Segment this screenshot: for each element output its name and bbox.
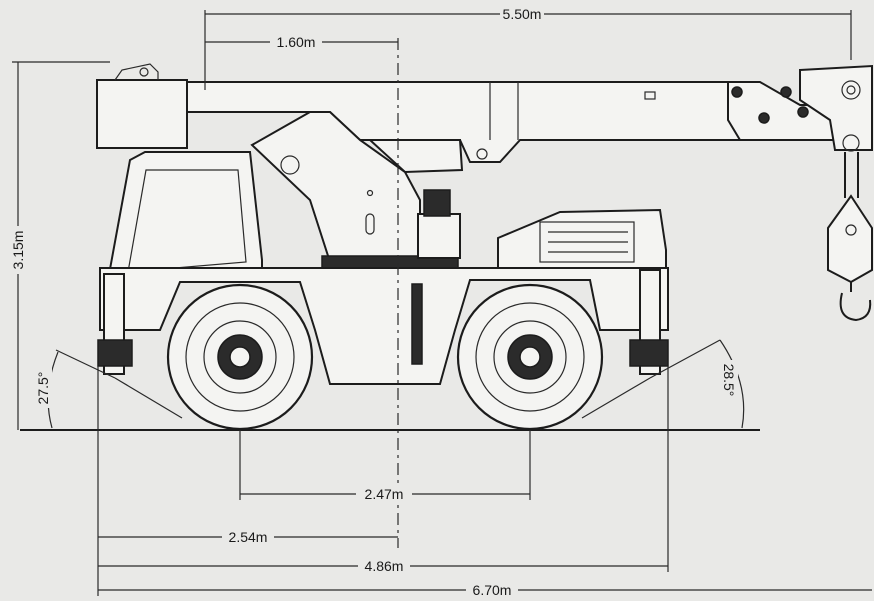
dimension-labels: 5.50m 1.60m 3.15m 2.47m 2.54m 4.86m 6.70… bbox=[9, 6, 738, 599]
boom-pivot-pin bbox=[476, 148, 488, 160]
boom-bolt-3 bbox=[780, 86, 792, 98]
emblem bbox=[280, 155, 300, 175]
hook-block-pin bbox=[845, 224, 857, 236]
label-slew-offset: 1.60m bbox=[277, 34, 316, 50]
label-overall-height: 3.15m bbox=[10, 231, 26, 270]
winch-housing bbox=[417, 213, 461, 259]
label-departure-angle: 28.5° bbox=[721, 364, 737, 397]
luffing-cylinder bbox=[367, 139, 464, 174]
front-wheel bbox=[166, 283, 314, 431]
boom-bolt-2 bbox=[758, 112, 770, 124]
rear-outrigger-pad bbox=[629, 339, 669, 367]
label-overall-length: 6.70m bbox=[473, 582, 512, 598]
departure-angle-line bbox=[581, 377, 651, 419]
winch-drum bbox=[423, 189, 451, 217]
sheave-top bbox=[841, 80, 861, 100]
counterweight-pin bbox=[139, 67, 149, 77]
hook bbox=[839, 282, 872, 322]
label-axle-spacing: 2.47m bbox=[365, 486, 404, 502]
sheave-top-hub bbox=[846, 85, 856, 95]
hook-block bbox=[827, 194, 873, 284]
departure-angle-arc bbox=[719, 339, 745, 429]
boom-bolt-4 bbox=[797, 106, 809, 118]
frame-slot bbox=[365, 213, 375, 235]
label-boom-radius: 5.50m bbox=[503, 6, 542, 22]
label-front-to-center: 2.54m bbox=[229, 529, 268, 545]
operator-cab bbox=[106, 151, 263, 281]
counterweight bbox=[96, 79, 188, 149]
label-wheelbase-outer: 4.86m bbox=[365, 558, 404, 574]
counterweight-hook-plate bbox=[114, 63, 159, 81]
superstructure-frame bbox=[250, 111, 421, 263]
approach-angle-ext bbox=[55, 349, 116, 379]
boom-bolt-1 bbox=[731, 86, 743, 98]
chassis-ladder bbox=[411, 283, 423, 365]
rear-wheel bbox=[456, 283, 604, 431]
approach-angle-line bbox=[114, 377, 183, 419]
frame-rivet bbox=[366, 189, 374, 197]
label-approach-angle: 27.5° bbox=[35, 372, 51, 405]
cab-window bbox=[127, 169, 247, 273]
engine-grille bbox=[539, 221, 635, 263]
sheave-bottom bbox=[842, 134, 860, 152]
departure-angle-ext bbox=[649, 339, 721, 379]
front-outrigger-pad bbox=[97, 339, 133, 367]
crane-silhouette bbox=[96, 63, 873, 431]
boom-marker bbox=[644, 91, 656, 100]
engine-cover bbox=[497, 208, 667, 269]
